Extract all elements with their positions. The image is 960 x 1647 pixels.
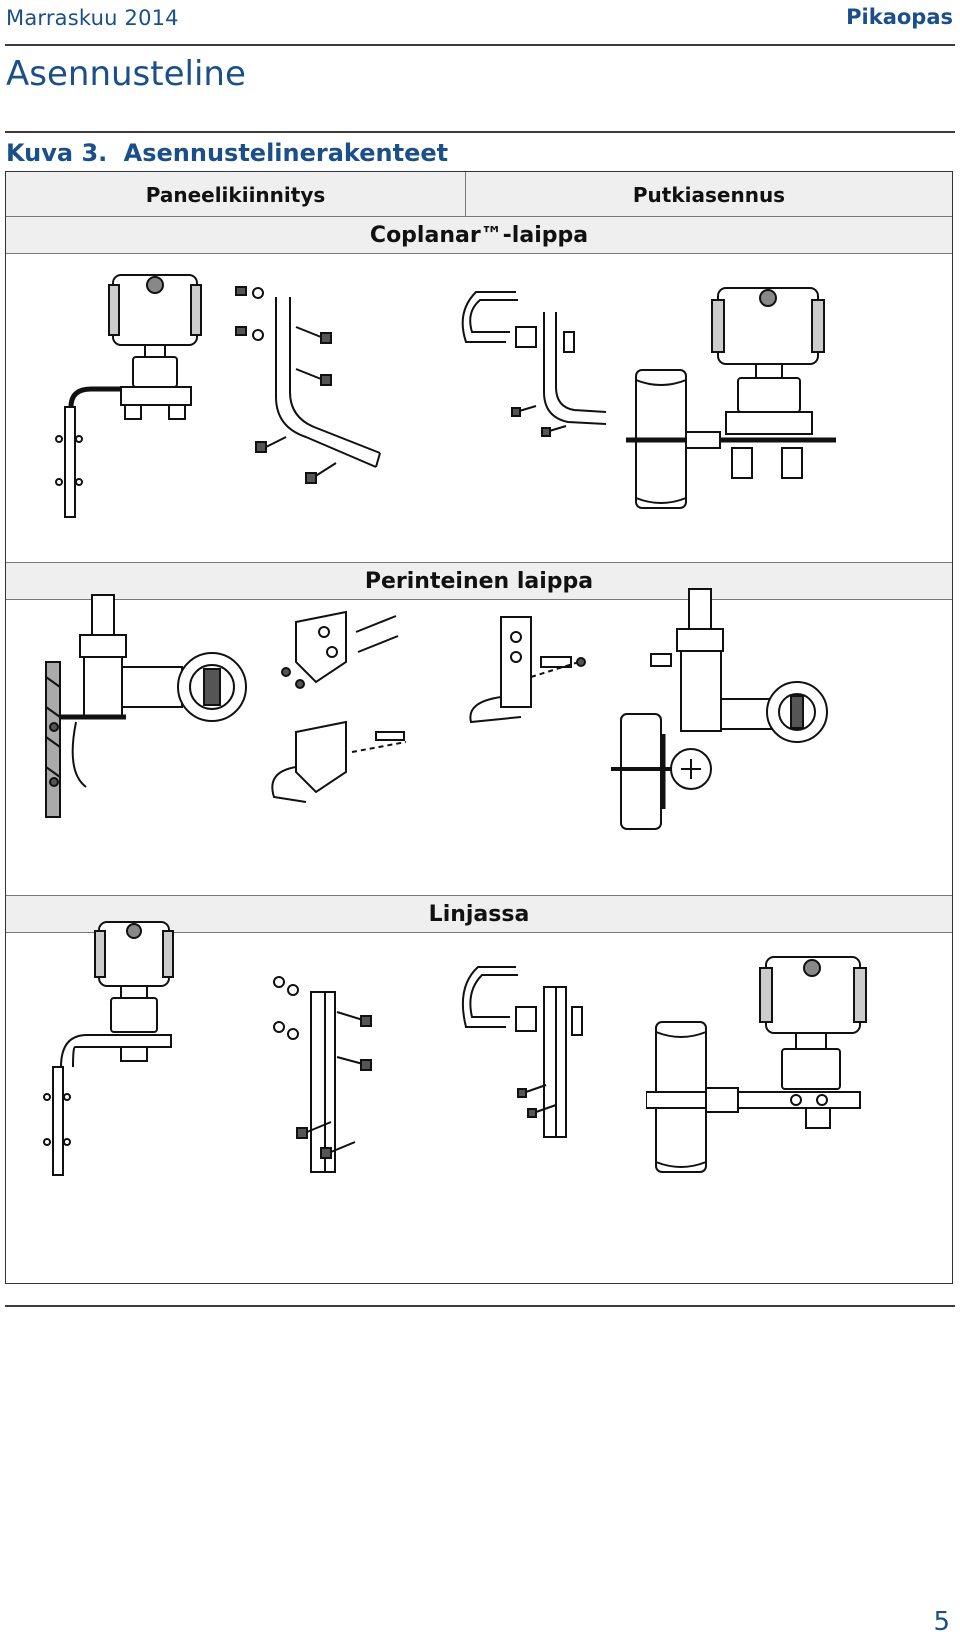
illustration-traditional-pipe-bracket-parts: [461, 607, 591, 737]
column-header-pipe: Putkiasennus: [466, 172, 952, 218]
row-label-inline: Linjassa: [6, 895, 952, 933]
illustration-traditional-panel-bracket-parts: [266, 602, 436, 822]
figure-caption: Kuva 3. Asennustelinerakenteet: [6, 139, 448, 167]
section-rule: [5, 131, 955, 133]
row-label-traditional: Perinteinen laippa: [6, 562, 952, 600]
header-doc-type: Pikaopas: [846, 5, 953, 29]
illustration-coplanar-pipe-bracket-parts: [456, 272, 616, 472]
figure-bottom-rule: [5, 1305, 955, 1307]
row-label-coplanar: Coplanar™-laippa: [6, 216, 952, 254]
illustration-traditional-panel-assembled: [36, 587, 256, 822]
illustration-coplanar-pipe-assembled: [626, 280, 846, 520]
column-header-panel: Paneelikiinnitys: [6, 172, 466, 218]
section-title: Asennusteline: [6, 54, 246, 94]
figure-table: Paneelikiinnitys Putkiasennus Coplanar™-…: [5, 171, 953, 1284]
header-date: Marraskuu 2014: [6, 6, 179, 30]
figure-number: Kuva 3.: [6, 139, 108, 167]
illustration-inline-panel-assembled: [41, 917, 191, 1177]
illustration-coplanar-panel-bracket-parts: [226, 277, 396, 497]
illustration-traditional-pipe-assembled: [611, 584, 841, 834]
header-rule: [5, 44, 955, 46]
illustration-inline-pipe-assembled: [646, 952, 876, 1182]
illustration-coplanar-panel-assembled: [51, 267, 221, 527]
illustration-inline-panel-bracket-parts: [271, 972, 401, 1182]
illustration-inline-pipe-bracket-parts: [456, 947, 626, 1147]
figure-title: Asennustelinerakenteet: [123, 139, 449, 167]
page-number: 5: [933, 1607, 950, 1637]
